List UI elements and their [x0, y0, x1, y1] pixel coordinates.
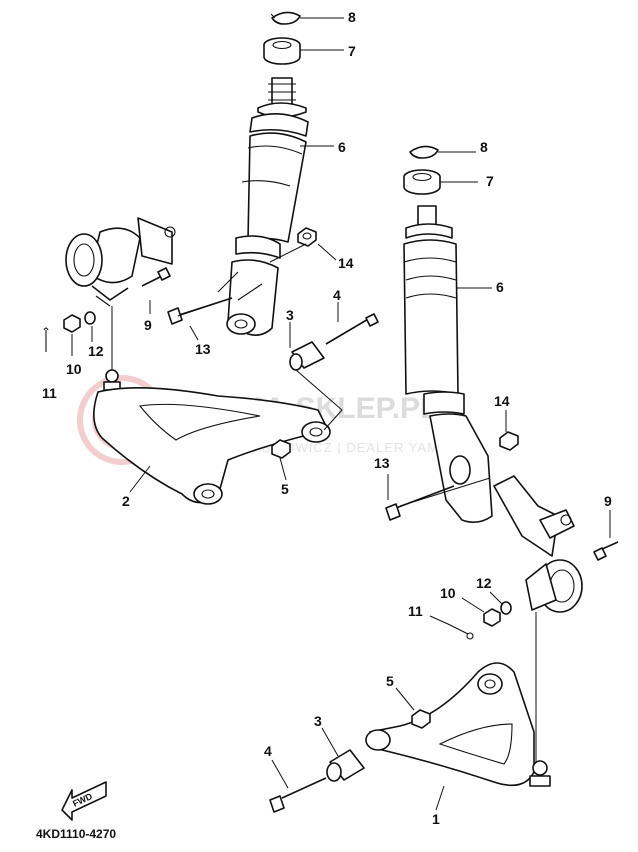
callout-5-left: 5 [281, 481, 289, 497]
right-arm-nut-part [411, 709, 431, 729]
right-circlip-part [409, 145, 439, 159]
left-ball-joint-part [103, 369, 121, 391]
callout-5-right: 5 [386, 673, 394, 689]
callout-3-right: 3 [314, 713, 322, 729]
diagram-code: 4KD1110-4270 [36, 827, 116, 841]
callout-7-left: 7 [348, 43, 356, 59]
right-lower-arm-part [365, 662, 535, 787]
callout-10-right: 10 [440, 585, 456, 601]
left-spring-seat-part [263, 37, 301, 65]
left-lower-arm-part [93, 387, 331, 505]
callout-12-right: 12 [476, 575, 492, 591]
callout-3-left: 3 [286, 307, 294, 323]
callout-12-left: 12 [88, 343, 104, 359]
left-knuckle-bolt-part [141, 267, 171, 287]
callout-8-right: 8 [480, 139, 488, 155]
callout-8-left: 8 [348, 9, 356, 25]
callout-9-right: 9 [604, 493, 612, 509]
callout-14-left: 14 [338, 255, 354, 271]
left-arm-bolt-part [325, 313, 379, 345]
forward-arrow-icon: FWD [61, 781, 107, 821]
callout-11-left: 11 [42, 385, 57, 401]
callout-11-right: 11 [408, 603, 423, 619]
callout-7-right: 7 [486, 173, 494, 189]
right-upper-nut-part [499, 431, 519, 451]
left-small-hardware [43, 311, 96, 352]
callout-2-left: 2 [122, 493, 130, 509]
callouts-right: 8 7 6 14 13 9 12 10 11 5 3 4 1 [264, 139, 612, 827]
callouts-left: 8 7 6 14 4 3 9 13 12 10 11 2 5 [42, 9, 356, 509]
callout-4-right: 4 [264, 743, 272, 759]
callout-13-right: 13 [374, 455, 390, 471]
right-arm-bolt-part [269, 777, 327, 813]
left-steering-knuckle-part [65, 217, 176, 307]
right-small-hardware [447, 601, 512, 640]
left-shock-bolt-part [167, 297, 233, 325]
callout-6-left: 6 [338, 139, 346, 155]
left-upper-nut-part [297, 227, 317, 247]
callout-1-right: 1 [432, 811, 440, 827]
callout-13-left: 13 [195, 341, 211, 357]
callout-10-left: 10 [66, 361, 82, 377]
right-shock-absorber-part [403, 205, 493, 524]
right-ball-joint-part [529, 760, 551, 787]
callout-4-left: 4 [333, 287, 341, 303]
right-bushing-part [326, 749, 365, 782]
left-arm-nut-part [271, 439, 291, 459]
right-knuckle-bolt-part [593, 541, 619, 561]
left-shock-absorber-part [226, 77, 309, 336]
left-bushing-part [289, 341, 325, 371]
right-spring-seat-part [403, 169, 441, 195]
left-circlip-part [270, 11, 301, 25]
right-steering-knuckle-part [493, 475, 583, 613]
callout-6-right: 6 [496, 279, 504, 295]
callout-14-right: 14 [494, 393, 510, 409]
callout-9-left: 9 [144, 317, 152, 333]
